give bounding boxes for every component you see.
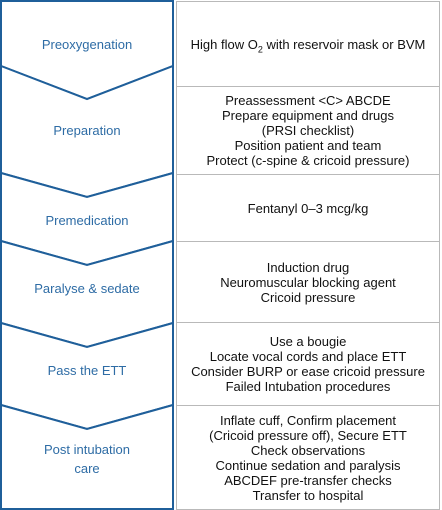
step-label-preoxygenation: Preoxygenation [41,36,133,52]
detail-line: Use a bougie [269,334,347,349]
detail-line: Cricoid pressure [260,289,356,305]
detail-box-pass-ett: Use a bougie Locate vocal cords and plac… [176,322,440,406]
step-label-preparation: Preparation [53,122,121,138]
step-label-premedication: Premedication [45,212,129,228]
detail-line: Prepare equipment and drugs [221,108,394,123]
detail-line: (PRSI checklist) [261,123,355,138]
step-label-paralyse-sedate: Paralyse & sedate [34,280,140,296]
step-chevrons [0,0,174,510]
detail-line: (Cricoid pressure off), Secure ETT [209,427,407,443]
detail-line: Preassessment <C> ABCDE [225,93,391,108]
detail-line: Induction drug [266,259,350,275]
detail-line: Continue sedation and paralysis [215,457,401,473]
detail-line: Position patient and team [234,138,382,153]
detail-line: Neuromuscular blocking agent [220,274,396,290]
detail-line: Failed Intubation procedures [225,379,391,394]
step-label-pass-ett: Pass the ETT [47,362,127,378]
detail-line: Inflate cuff, Confirm placement [219,412,397,428]
detail-box-premedication: Fentanyl 0–3 mcg/kg [176,174,440,242]
detail-line: Check observations [250,442,366,458]
detail-box-paralyse-sedate: Induction drug Neuromuscular blocking ag… [176,241,440,323]
detail-line: ABCDEF pre-transfer checks [224,472,392,488]
detail-box-post-intubation: Inflate cuff, Confirm placement (Cricoid… [176,405,440,510]
detail-line: Locate vocal cords and place ETT [209,349,407,364]
detail-box-preparation: Preassessment <C> ABCDE Prepare equipmen… [176,86,440,175]
detail-line: High flow O2 with reservoir mask or BVM [190,36,426,55]
step-label-post-intubation: Post intubation care [43,442,130,476]
detail-line: Protect (c-spine & cricoid pressure) [206,153,410,168]
detail-line: Fentanyl 0–3 mcg/kg [247,201,369,216]
step-shape-post-intubation [0,403,174,510]
detail-line: Consider BURP or ease cricoid pressure [191,364,425,379]
detail-box-preoxygenation: High flow O2 with reservoir mask or BVM [176,1,440,87]
detail-line: Transfer to hospital [252,487,364,503]
